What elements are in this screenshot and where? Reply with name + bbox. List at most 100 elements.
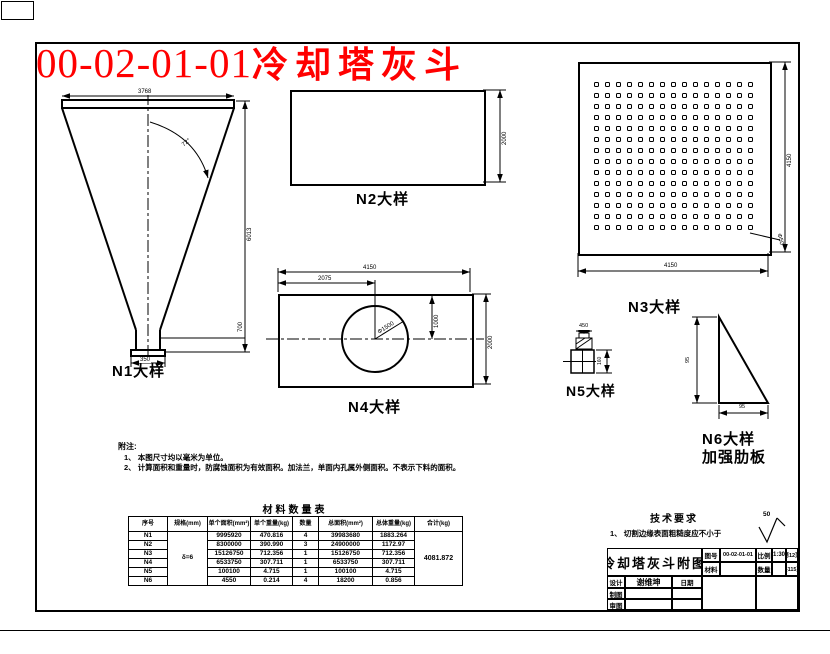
qty-value — [772, 562, 786, 576]
n3-hole — [616, 115, 621, 120]
n3-hole — [748, 82, 753, 87]
fig-no-value: 00-02-01-01 — [720, 548, 756, 562]
n3-hole — [627, 148, 632, 153]
n3-hole — [726, 203, 731, 208]
n3-hole — [605, 192, 610, 197]
n3-hole — [638, 192, 643, 197]
n3-hole — [649, 104, 654, 109]
n3-hole — [693, 137, 698, 142]
n3-hole — [638, 159, 643, 164]
area-cell: 6533750 — [207, 558, 251, 568]
n3-hole — [693, 104, 698, 109]
n3-hole — [693, 93, 698, 98]
n3-hole — [616, 170, 621, 175]
n3-hole — [627, 192, 632, 197]
total-area-cell: 100100 — [318, 567, 373, 577]
n3-hole — [748, 170, 753, 175]
weight-cell: 390.990 — [250, 540, 293, 550]
n3-width-dim-label: 4150 — [663, 263, 679, 269]
n3-hole — [748, 214, 753, 219]
n3-height-dim-label: 4150 — [787, 152, 793, 168]
total-weight-cell: 4.715 — [372, 567, 415, 577]
n3-hole — [594, 93, 599, 98]
n3-hole — [660, 170, 665, 175]
weight-cell: 0.214 — [250, 576, 293, 586]
n3-hole — [693, 214, 698, 219]
n3-hole — [627, 126, 632, 131]
n1-label: N1大样 — [112, 363, 166, 380]
n3-hole — [704, 203, 709, 208]
n3-hole — [638, 148, 643, 153]
n3-hole — [594, 115, 599, 120]
n2-plate — [290, 90, 486, 186]
material-label: 材料 — [702, 562, 720, 576]
n3-hole — [649, 93, 654, 98]
n3-hole — [726, 225, 731, 230]
tech-req-item: 1、 切割边缘表面粗糙度应不小于 — [610, 529, 722, 538]
n3-hole — [671, 115, 676, 120]
n3-hole — [671, 93, 676, 98]
total-weight-cell: 1172.97 — [372, 540, 415, 550]
n3-hole — [671, 181, 676, 186]
n3-hole — [682, 203, 687, 208]
total-area-cell: 18200 — [318, 576, 373, 586]
weight-cell: 470.816 — [250, 531, 293, 541]
area-cell: 8300000 — [207, 540, 251, 550]
pages-total: 共115页 — [786, 562, 798, 576]
n3-hole — [748, 126, 753, 131]
n3-hole — [605, 170, 610, 175]
n3-hole — [704, 104, 709, 109]
part-id: N5 — [128, 567, 168, 577]
n3-hole — [693, 192, 698, 197]
n3-hole — [726, 170, 731, 175]
n3-hole — [605, 104, 610, 109]
n3-hole — [660, 203, 665, 208]
area-cell: 9995920 — [207, 531, 251, 541]
n3-hole — [660, 126, 665, 131]
n3-hole — [605, 203, 610, 208]
draft-label: 制图 — [607, 588, 625, 599]
n3-hole — [616, 104, 621, 109]
n3-hole — [704, 159, 709, 164]
n3-hole — [748, 137, 753, 142]
n3-hole — [660, 137, 665, 142]
n3-hole — [715, 93, 720, 98]
n3-hole — [682, 126, 687, 131]
total-area-cell: 15126750 — [318, 549, 373, 559]
material-value — [720, 562, 756, 576]
part-id: N3 — [128, 549, 168, 559]
n3-hole — [682, 82, 687, 87]
tech-req-title: 技术要求 — [650, 514, 698, 525]
n3-hole — [660, 159, 665, 164]
n3-hole — [693, 82, 698, 87]
area-cell: 4550 — [207, 576, 251, 586]
n3-hole — [715, 181, 720, 186]
n1-height-dim-label: 6013 — [247, 226, 253, 242]
scale-label: 比例 — [756, 548, 772, 562]
n3-hole — [594, 159, 599, 164]
n3-hole — [616, 225, 621, 230]
table-row: N6 4550 0.214 4 18200 0.856 — [128, 576, 463, 586]
n3-hole — [649, 82, 654, 87]
n3-hole — [726, 137, 731, 142]
n3-hole — [726, 214, 731, 219]
drawing-number-text: 00-02-01-01 — [36, 40, 252, 86]
n3-hole — [726, 104, 731, 109]
qty-cell: 4 — [292, 576, 319, 586]
design-label: 设计 — [607, 576, 625, 588]
n3-plate — [578, 62, 772, 256]
n3-hole — [638, 93, 643, 98]
n3-hole — [704, 137, 709, 142]
n3-hole — [616, 159, 621, 164]
total-area-cell: 39983680 — [318, 531, 373, 541]
n3-hole — [737, 104, 742, 109]
n3-hole — [605, 115, 610, 120]
n3-hole — [671, 126, 676, 131]
n3-hole — [649, 225, 654, 230]
weight-cell: 4.715 — [250, 567, 293, 577]
n3-hole — [704, 181, 709, 186]
table-row: N1 δ=6 9995920 470.816 4 39983680 1883.2… — [128, 531, 463, 586]
title-block: 冷却塔灰斗附图 图号 00-02-01-01 比例 1:30 第12页 材料 数… — [607, 548, 798, 610]
n3-hole — [649, 159, 654, 164]
n3-hole — [682, 192, 687, 197]
